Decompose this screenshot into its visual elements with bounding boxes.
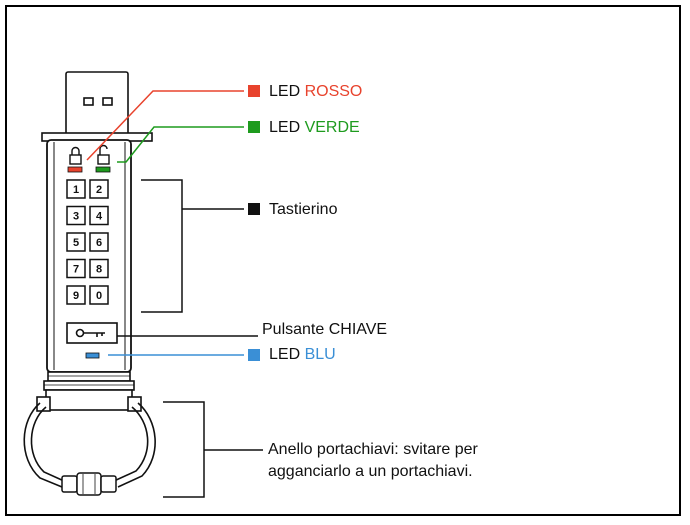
label-led-green-color: VERDE	[304, 119, 360, 136]
keypad-key-label: 9	[73, 290, 79, 302]
red-lock-icon	[69, 146, 82, 165]
label-keyring-line1: Anello portachiavi: svitare per	[268, 441, 478, 458]
green-lock-icon	[97, 144, 110, 165]
label-led-red-prefix: LED	[269, 83, 301, 100]
keypad-key-label: 5	[73, 237, 79, 249]
keypad-key-label: 8	[96, 264, 102, 276]
label-led-green: LED VERDE	[269, 118, 360, 137]
keypad-key-6[interactable]: 6	[89, 232, 109, 252]
keypad-key-7[interactable]: 7	[66, 258, 86, 279]
keypad-key-9[interactable]: 9	[66, 285, 86, 305]
keypad-key-1[interactable]: 1	[66, 179, 86, 199]
keypad-key-label: 6	[96, 237, 102, 249]
keypad: 1 2 3 4 5 6 7 8 9 0	[66, 179, 109, 305]
keyring-wire	[23, 402, 156, 488]
label-led-blue-color: BLU	[304, 346, 336, 363]
keypad-key-2[interactable]: 2	[89, 179, 109, 199]
keypad-key-label: 2	[96, 184, 102, 196]
keypad-key-0[interactable]: 0	[89, 285, 109, 305]
led-blue	[85, 352, 100, 359]
keypad-key-5[interactable]: 5	[66, 232, 86, 252]
label-led-red-color: ROSSO	[304, 83, 363, 100]
keypad-key-3[interactable]: 3	[66, 205, 86, 226]
label-led-blue: LED BLU	[269, 345, 336, 364]
keyring-clasp	[61, 472, 117, 496]
red-swatch	[248, 85, 260, 97]
green-swatch	[248, 121, 260, 133]
keypad-key-label: 7	[73, 264, 79, 276]
label-keyring-line2: agganciarlo a un portachiavi.	[268, 463, 473, 480]
keyring-bracket	[163, 401, 263, 498]
usb-connector	[65, 71, 129, 141]
callout-line-red	[86, 90, 244, 161]
keypad-key-label: 3	[73, 211, 79, 223]
label-keypad: Tastierino	[269, 201, 338, 218]
keypad-bracket	[141, 179, 244, 313]
keypad-key-8[interactable]: 8	[89, 258, 109, 279]
label-led-red: LED ROSSO	[269, 82, 362, 101]
callout-line-green	[117, 126, 244, 163]
key-button[interactable]	[66, 322, 118, 344]
keypad-swatch	[248, 203, 260, 215]
keypad-key-label: 0	[96, 290, 102, 302]
led-red	[67, 166, 83, 173]
led-green	[95, 166, 111, 173]
label-key-button: Pulsante CHIAVE	[262, 321, 388, 338]
keypad-key-label: 1	[73, 184, 79, 196]
label-led-blue-prefix: LED	[269, 346, 301, 363]
blue-swatch	[248, 349, 260, 361]
keypad-key-label: 4	[96, 211, 103, 223]
keyring-base	[36, 371, 142, 412]
label-led-green-prefix: LED	[269, 119, 301, 136]
keypad-key-4[interactable]: 4	[89, 205, 109, 226]
